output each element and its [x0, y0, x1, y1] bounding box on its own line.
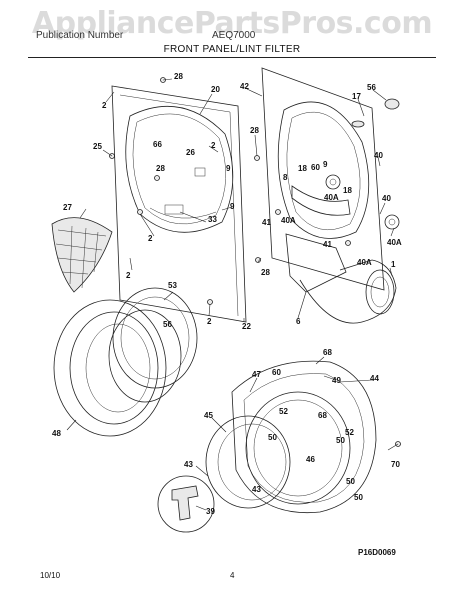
callout-56: 56 [163, 320, 172, 329]
callout-48: 48 [52, 429, 61, 438]
callout-50: 50 [336, 436, 345, 445]
outer-door-part [53, 299, 167, 437]
callout-25: 25 [93, 142, 102, 151]
callout-56: 56 [367, 83, 376, 92]
callout-8: 8 [283, 173, 288, 182]
callout-20: 20 [211, 85, 220, 94]
callout-41: 41 [262, 218, 271, 227]
callout-33: 33 [208, 215, 217, 224]
callout-44: 44 [370, 374, 379, 383]
lint-filter-part [51, 217, 113, 293]
door-ring-part [108, 287, 198, 403]
callout-68: 68 [318, 411, 327, 420]
bulkhead-part [261, 67, 400, 291]
callout-68: 68 [323, 348, 332, 357]
callout-9: 9 [230, 202, 235, 211]
callout-70: 70 [391, 460, 400, 469]
sensor-part [351, 98, 400, 128]
header-rule [28, 57, 436, 58]
callout-40A: 40A [281, 216, 296, 225]
lint-duct-part [285, 233, 397, 324]
callout-17: 17 [352, 92, 361, 101]
front-panel-part [111, 85, 247, 323]
callout-39: 39 [206, 507, 215, 516]
callout-50: 50 [268, 433, 277, 442]
callout-50: 50 [346, 477, 355, 486]
callout-53: 53 [168, 281, 177, 290]
callout-2: 2 [126, 271, 131, 280]
callout-40: 40 [374, 151, 383, 160]
callout-60: 60 [272, 368, 281, 377]
callout-22: 22 [242, 322, 251, 331]
callout-18: 18 [298, 164, 307, 173]
callout-6: 6 [296, 317, 301, 326]
callout-40A: 40A [387, 238, 402, 247]
callout-52: 52 [279, 407, 288, 416]
callout-2: 2 [207, 317, 212, 326]
door-glass-part [205, 415, 291, 509]
callout-18: 18 [343, 186, 352, 195]
callout-46: 46 [306, 455, 315, 464]
watermark: AppliancePartsPros.com [31, 6, 433, 41]
callout-9: 9 [226, 164, 231, 173]
callout-43: 43 [184, 460, 193, 469]
callout-40A: 40A [357, 258, 372, 267]
callout-42: 42 [240, 82, 249, 91]
callout-2: 2 [148, 234, 153, 243]
callout-2: 2 [211, 141, 216, 150]
callout-49: 49 [332, 376, 341, 385]
revision-date: 10/10 [40, 571, 61, 580]
page-number: 4 [230, 571, 235, 580]
callout-28: 28 [174, 72, 183, 81]
callout-28: 28 [261, 268, 270, 277]
callout-66: 66 [153, 140, 162, 149]
leader-lines [66, 78, 399, 511]
callout-47: 47 [252, 370, 261, 379]
hinge-detail-part [157, 475, 215, 533]
screw-parts [109, 77, 401, 447]
callout-26: 26 [186, 148, 195, 157]
callout-28: 28 [156, 164, 165, 173]
callout-9: 9 [323, 160, 328, 169]
callout-40A: 40A [324, 193, 339, 202]
callout-27: 27 [63, 203, 72, 212]
inner-door-part [231, 360, 377, 514]
callout-50: 50 [354, 493, 363, 502]
callout-2: 2 [102, 101, 107, 110]
callout-60: 60 [311, 163, 320, 172]
model-number-label: AEQ7000 [212, 30, 256, 41]
callout-43: 43 [252, 485, 261, 494]
callout-52: 52 [345, 428, 354, 437]
callout-41: 41 [323, 240, 332, 249]
callout-45: 45 [204, 411, 213, 420]
callout-28: 28 [250, 126, 259, 135]
callout-1: 1 [391, 260, 396, 269]
section-title: FRONT PANEL/LINT FILTER [163, 44, 301, 55]
publication-number-label: Publication Number [36, 30, 124, 41]
callout-labels: 28 2 20 42 17 56 25 66 26 2 28 9 28 40 1… [52, 72, 402, 516]
callout-40: 40 [382, 194, 391, 203]
diagram-code: P16D0069 [358, 548, 396, 557]
